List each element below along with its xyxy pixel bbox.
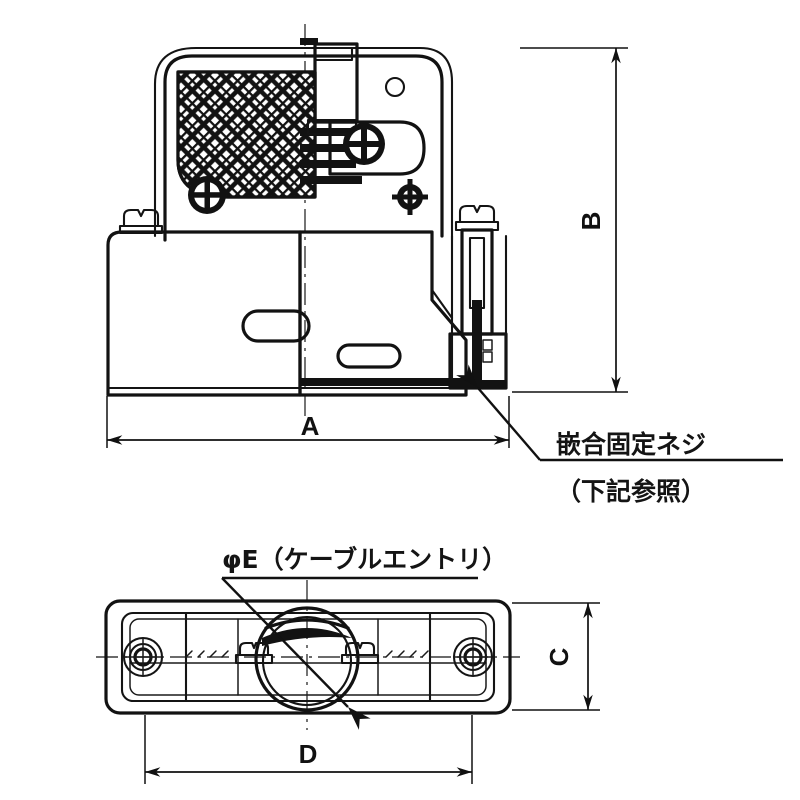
terminal-top-cap: [300, 38, 318, 45]
clamp-tab-right: [340, 641, 380, 665]
mating-screw-label-line2: （下記参照）: [556, 477, 706, 506]
oval-boss-right: [336, 343, 402, 369]
cable-entry-circle-outer: [254, 606, 360, 712]
housing-body-right-outline: [298, 230, 468, 397]
cable-entry-saddle-top: [264, 618, 350, 630]
cable-entry-leader: [221, 577, 371, 730]
screw-core: [472, 300, 482, 386]
body-to-screw-transition: [430, 234, 454, 320]
cover-shell-right-inner: [350, 46, 454, 242]
mounting-screw-right: [452, 636, 494, 678]
cable-entry-label: φE（ケーブルエントリ）: [222, 545, 507, 574]
phillips-screw-slotted-plate: [343, 123, 385, 165]
screw-base-shade: [450, 380, 506, 388]
screw-shank: [468, 236, 486, 310]
cable-entry-circle-inner: [261, 615, 353, 707]
housing-body-outline: [106, 230, 302, 397]
dimension-b-label: B: [576, 212, 606, 231]
slotted-plate: [328, 120, 426, 176]
cover-hole: [384, 76, 406, 98]
screw-head-knurl: [458, 204, 496, 224]
oval-boss-left: [241, 309, 311, 343]
cable-entry-clamp-band: [262, 628, 352, 646]
latch-clip-left: [122, 208, 160, 228]
callout-cable-entry: φE（ケーブルエントリ）: [221, 545, 507, 730]
dimension-d: D: [144, 715, 473, 784]
screw-base-detail-2: [482, 351, 493, 363]
screw-base-detail-1: [482, 339, 493, 351]
dimension-c: C: [512, 602, 600, 711]
plan-thread-ticks: [185, 650, 429, 658]
dimension-a: A: [106, 396, 510, 448]
crosshair-screw-marker: [392, 179, 428, 215]
mating-fixing-screw-assembly: [448, 204, 508, 390]
housing-base-shade: [300, 378, 466, 386]
elevation-view-group: [106, 24, 508, 418]
cover-shell-right-contour: [350, 54, 444, 238]
cover-shell-left-contour: [163, 54, 354, 242]
latch-base-left: [118, 224, 164, 235]
dimension-d-label: D: [299, 739, 318, 769]
plan-view-group: [96, 580, 520, 730]
flange-inner-outline: [120, 611, 496, 703]
dimension-b: B: [512, 47, 628, 393]
phillips-screw-grip: [188, 176, 226, 214]
cover-top-step: [313, 46, 354, 62]
dimension-c-label: C: [544, 647, 574, 666]
clamp-tab-left: [234, 641, 274, 665]
knurl-texture: [178, 72, 315, 197]
mating-screw-leader: [456, 364, 541, 461]
mounting-screw-left: [122, 636, 164, 678]
flange-outer-outline: [104, 599, 512, 715]
mating-screw-label-line1: 嵌合固定ネジ: [556, 430, 706, 459]
callout-mating-screw: 嵌合固定ネジ （下記参照）: [456, 364, 783, 506]
cover-shell-left-inner: [153, 46, 354, 238]
dimension-a-label: A: [301, 411, 320, 441]
